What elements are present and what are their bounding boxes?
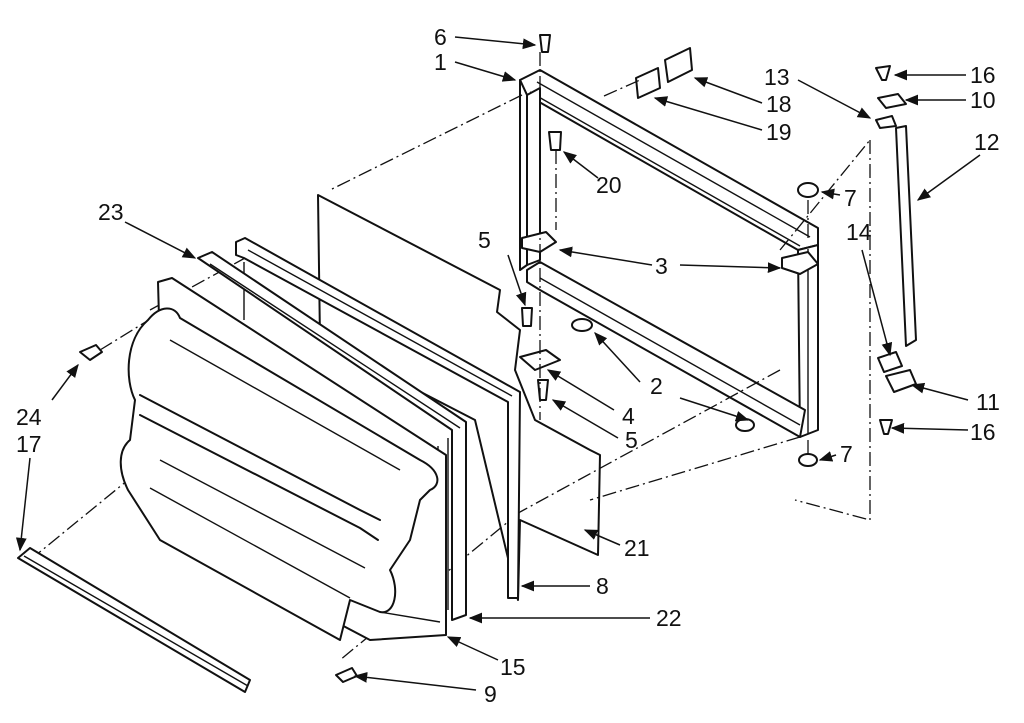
callout-24: 24 bbox=[16, 404, 42, 430]
screws bbox=[79, 344, 358, 683]
door-insulation bbox=[317, 194, 601, 601]
callout-3: 3 bbox=[655, 253, 668, 279]
door-stop-hardware bbox=[875, 65, 917, 435]
callout-18: 18 bbox=[766, 91, 792, 117]
callout-13: 13 bbox=[764, 64, 790, 90]
callout-16-bottom: 16 bbox=[970, 419, 996, 445]
callout-1: 1 bbox=[434, 49, 447, 75]
callout-7-top: 7 bbox=[844, 185, 857, 211]
callout-5-lower: 5 bbox=[625, 427, 638, 453]
callout-15: 15 bbox=[500, 654, 526, 680]
callout-11: 11 bbox=[976, 389, 1000, 415]
callout-21: 21 bbox=[624, 535, 650, 561]
callout-8: 8 bbox=[596, 573, 609, 599]
hinge-hardware bbox=[519, 34, 819, 467]
callout-22: 22 bbox=[656, 605, 682, 631]
callout-10: 10 bbox=[970, 87, 996, 113]
door-gasket bbox=[235, 237, 521, 599]
callout-17: 17 bbox=[16, 431, 42, 457]
callout-9: 9 bbox=[484, 681, 497, 707]
callout-4: 4 bbox=[622, 403, 635, 429]
leader-arrows bbox=[15, 36, 981, 691]
callout-6: 6 bbox=[434, 24, 447, 50]
door-inner-liner bbox=[119, 277, 447, 641]
callout-labels: 6 1 18 19 20 13 16 10 12 7 14 3 5 23 2 4… bbox=[16, 24, 1000, 707]
callout-19: 19 bbox=[766, 119, 792, 145]
door-frame-top-assembly bbox=[519, 69, 819, 438]
callout-16-top: 16 bbox=[970, 62, 996, 88]
callout-2: 2 bbox=[650, 373, 663, 399]
callout-12: 12 bbox=[974, 129, 1000, 155]
callout-23: 23 bbox=[98, 199, 124, 225]
callout-5-upper: 5 bbox=[478, 227, 491, 253]
callout-14: 14 bbox=[846, 219, 872, 245]
callout-7-bottom: 7 bbox=[840, 441, 853, 467]
callout-20: 20 bbox=[596, 172, 622, 198]
